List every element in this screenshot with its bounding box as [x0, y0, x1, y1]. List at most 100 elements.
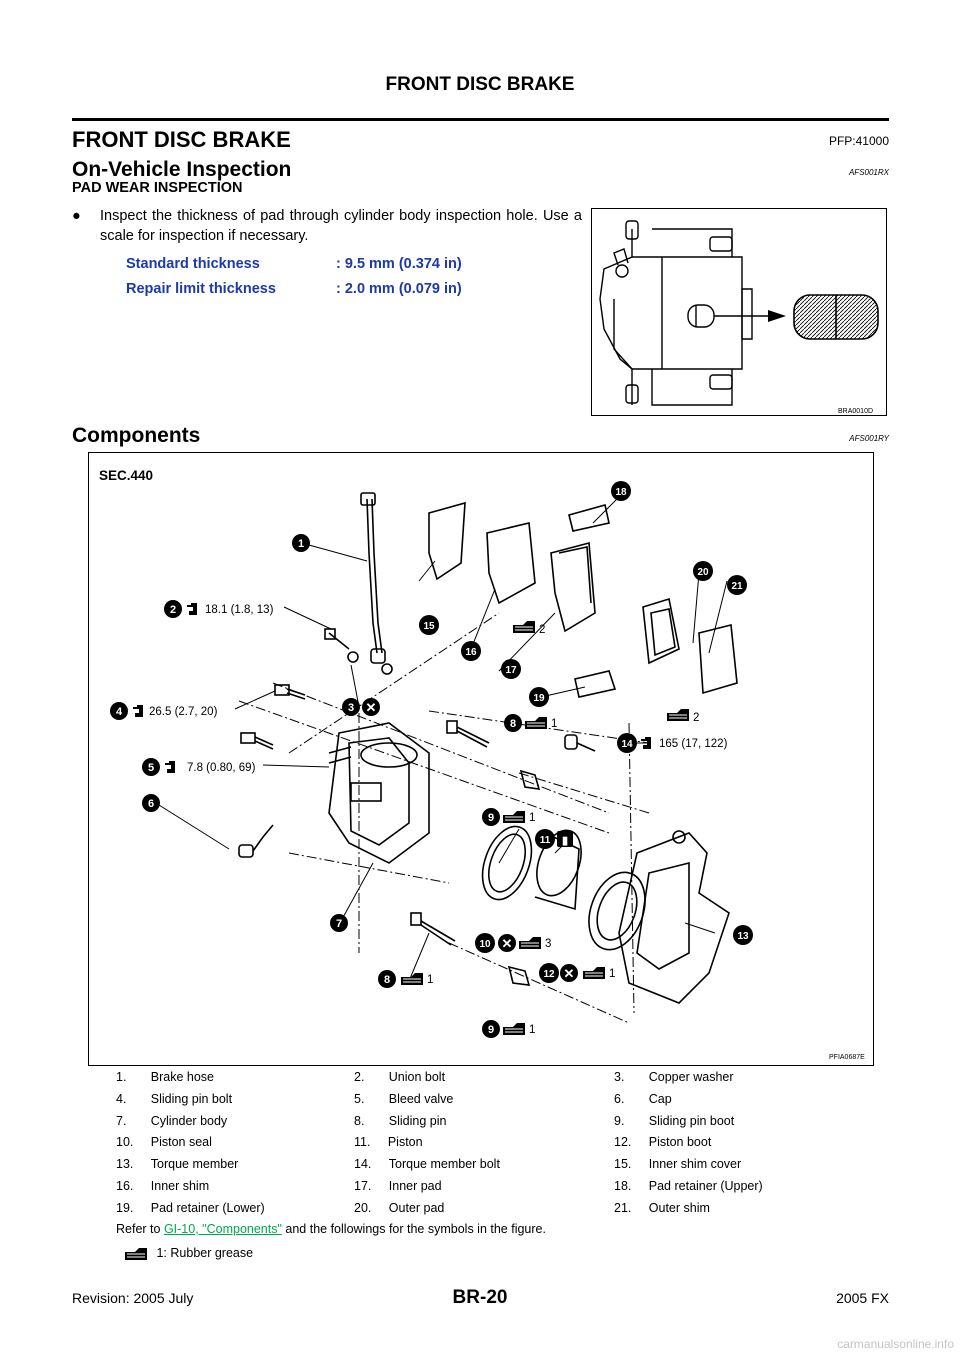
legend-item: 16. Inner shim — [116, 1178, 210, 1193]
legend-item: 11. Piston — [354, 1135, 423, 1150]
callout-18: 18 — [611, 481, 631, 501]
svg-text:5: 5 — [148, 762, 154, 774]
components-title: Components — [72, 424, 201, 447]
header-divider — [72, 118, 889, 121]
grease-21: 2 — [693, 712, 699, 724]
grease-icon — [666, 708, 690, 722]
svg-text:13: 13 — [737, 931, 749, 942]
grease-icon — [518, 936, 542, 950]
watermark: carmanualsonline.info — [837, 1337, 954, 1351]
legend-item: 9. Sliding pin boot — [614, 1113, 735, 1128]
svg-text:14: 14 — [621, 739, 633, 750]
pad-wear-heading: PAD WEAR INSPECTION — [72, 180, 243, 196]
exploded-view-diagram: SEC.440 — [99, 468, 865, 1061]
callout-15: 15 — [419, 615, 439, 635]
svg-text:7: 7 — [336, 918, 342, 930]
legend-item: 5. Bleed valve — [354, 1091, 454, 1106]
callout-4: 4 — [110, 702, 128, 720]
callout-12: 12 — [539, 963, 559, 983]
spec-value: : 2.0 mm (0.079 in) — [336, 281, 462, 297]
grease-icon — [512, 620, 536, 634]
svg-text:4: 4 — [116, 706, 123, 718]
svg-text:▮: ▮ — [562, 835, 568, 847]
torque-icon — [133, 705, 143, 717]
legend-item: 20. Outer pad — [354, 1200, 445, 1215]
svg-text:11: 11 — [540, 835, 551, 846]
spec-repair-limit: Repair limit thickness : 2.0 mm (0.079 i… — [126, 281, 462, 297]
replace-icon: ✕ — [362, 698, 380, 716]
grease-icon — [524, 716, 548, 730]
inspection-code: AFS001RX — [848, 168, 889, 177]
torque-2: 18.1 (1.8, 13) — [205, 604, 274, 616]
refer-suffix: and the followings for the symbols in th… — [285, 1222, 546, 1236]
svg-text:12: 12 — [543, 969, 555, 980]
components-code: AFS001RY — [849, 434, 889, 443]
components-reference-link[interactable]: GI-10, "Components" — [163, 1222, 282, 1236]
legend-item: 7. Cylinder body — [116, 1113, 228, 1128]
callout-5: 5 — [142, 758, 160, 776]
callout-2: 2 — [164, 600, 182, 618]
svg-text:20: 20 — [697, 567, 709, 578]
callout-19: 19 — [529, 687, 549, 707]
refer-prefix: Refer to — [116, 1222, 161, 1236]
callout-6: 6 — [142, 794, 160, 812]
callout-9: 9 — [482, 808, 500, 826]
legend-item: 6. Cap — [614, 1091, 672, 1106]
svg-text:19: 19 — [533, 693, 545, 704]
callout-9b: 9 — [482, 1020, 500, 1038]
callout-17: 17 — [501, 659, 521, 679]
legend-item: 15. Inner shim cover — [614, 1157, 742, 1172]
callout-13: 13 — [733, 925, 753, 945]
svg-text:1: 1 — [298, 538, 304, 550]
callout-7: 7 — [330, 914, 348, 932]
torque-icon — [165, 761, 175, 773]
legend-item: 18. Pad retainer (Upper) — [614, 1178, 763, 1193]
svg-text:8: 8 — [510, 718, 516, 730]
legend-item: 14. Torque member bolt — [354, 1157, 500, 1172]
grease-9: 1 — [529, 812, 535, 824]
grease-note-text: 1: Rubber grease — [156, 1246, 254, 1260]
callout-21: 21 — [727, 575, 747, 595]
model-year: 2005 FX — [836, 1290, 889, 1306]
figure-id: PFIA0687E — [829, 1054, 865, 1061]
legend-item: 13. Torque member — [116, 1157, 239, 1172]
figure-id: BRA0010D — [838, 408, 873, 415]
svg-text:9: 9 — [488, 1024, 494, 1036]
grease-icon — [125, 1247, 147, 1260]
grease-9b: 1 — [529, 1024, 535, 1036]
grease-8b: 1 — [427, 974, 433, 986]
part-family-code: PFP:41000 — [828, 134, 889, 148]
replace-icon: ✕ — [498, 934, 516, 952]
callout-3: 3 — [342, 698, 360, 716]
svg-text:16: 16 — [465, 647, 477, 658]
svg-text:✕: ✕ — [564, 966, 575, 981]
svg-text:9: 9 — [488, 812, 494, 824]
legend-item: 4. Sliding pin bolt — [116, 1091, 233, 1106]
svg-text:3: 3 — [348, 702, 354, 714]
svg-text:15: 15 — [423, 621, 435, 632]
callout-1: 1 — [292, 534, 310, 552]
spec-standard-thickness: Standard thickness : 9.5 mm (0.374 in) — [126, 256, 462, 272]
revision-date: Revision: 2005 July — [72, 1290, 194, 1306]
grease-12: 1 — [609, 968, 615, 980]
legend-item: 10. Piston seal — [116, 1135, 212, 1150]
spec-label: Standard thickness — [126, 256, 260, 272]
svg-text:2: 2 — [170, 604, 176, 616]
legend-item: 8. Sliding pin — [354, 1113, 447, 1128]
svg-text:17: 17 — [505, 665, 517, 676]
svg-text:18: 18 — [615, 487, 627, 498]
components-exploded-figure: SEC.440 — [88, 452, 874, 1066]
legend-item: 19. Pad retainer (Lower) — [116, 1200, 265, 1215]
svg-text:✕: ✕ — [366, 700, 377, 715]
page-number: BR-20 — [452, 1287, 508, 1308]
callout-14: 14 — [617, 733, 637, 753]
legend-item: 1. Brake hose — [116, 1070, 214, 1084]
grease-note: 1: Rubber grease — [125, 1246, 253, 1260]
legend-item: 12. Piston boot — [614, 1135, 712, 1150]
spec-value: : 9.5 mm (0.374 in) — [336, 256, 462, 272]
callout-10: 10 — [475, 933, 495, 953]
svg-text:✕: ✕ — [502, 936, 513, 951]
svg-text:10: 10 — [479, 939, 491, 950]
torque-icon — [187, 603, 197, 615]
grease-8: 1 — [551, 718, 557, 730]
